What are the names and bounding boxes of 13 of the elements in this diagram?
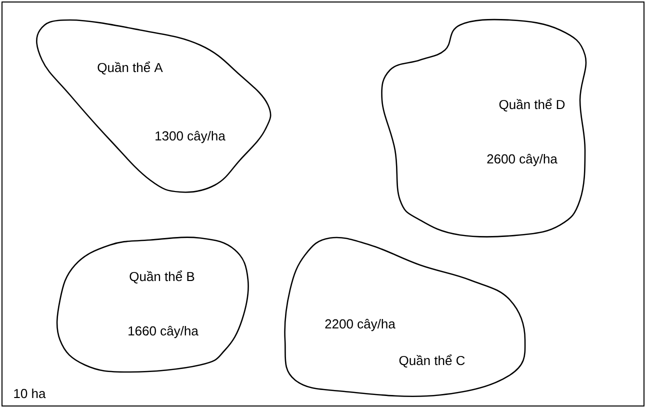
population-name: Quần thể D <box>499 98 565 112</box>
population-name: Quần thể B <box>130 270 194 284</box>
population-area <box>381 18 587 238</box>
density-label: 1660 cây/ha <box>128 326 198 338</box>
population-area <box>284 236 526 397</box>
density-label: 1300 cây/ha <box>156 130 226 144</box>
density-label: 2200 cây/ha <box>325 318 396 332</box>
population-name: Quần thể A <box>98 62 163 74</box>
area-label: 10 ha <box>14 388 46 398</box>
density-label: 2600 cây/ha <box>487 154 558 166</box>
population-area <box>36 19 272 193</box>
population-name: Quần thể C <box>399 354 465 368</box>
population-area <box>56 236 249 373</box>
